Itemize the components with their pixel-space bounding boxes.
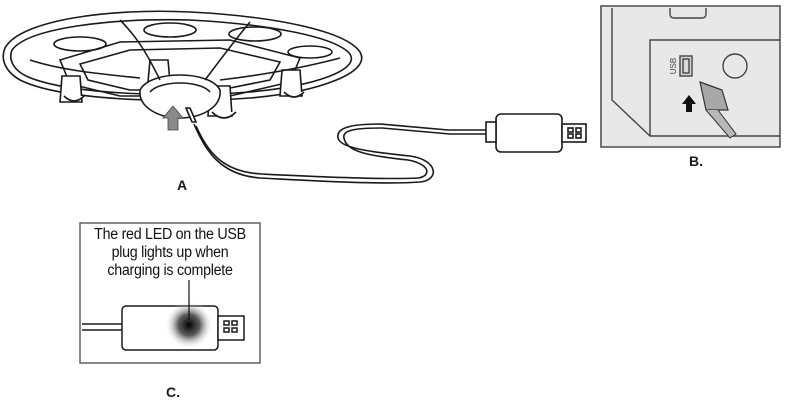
insert-arrow-b [682, 95, 696, 112]
micro-usb-plug [699, 81, 729, 111]
callout-line: The red LED on the USB [94, 226, 246, 243]
figure-label-a: A [177, 177, 188, 193]
port-usb-label: USB [669, 58, 678, 74]
callout-line: charging is complete [107, 262, 233, 279]
propellers [53, 22, 333, 59]
panel-b [600, 5, 781, 148]
figure-label-c: C. [166, 384, 180, 400]
usb-cable-a [184, 107, 587, 184]
led-callout-text: The red LED on the USB plug lights up wh… [91, 226, 249, 280]
insert-arrow-a [162, 105, 184, 131]
callout-line: plug lights up when [111, 244, 229, 261]
drone-illustration [2, 10, 363, 119]
figure-label-b: B. [689, 153, 703, 169]
red-led-glow [165, 301, 213, 349]
panel-c [79, 222, 261, 364]
